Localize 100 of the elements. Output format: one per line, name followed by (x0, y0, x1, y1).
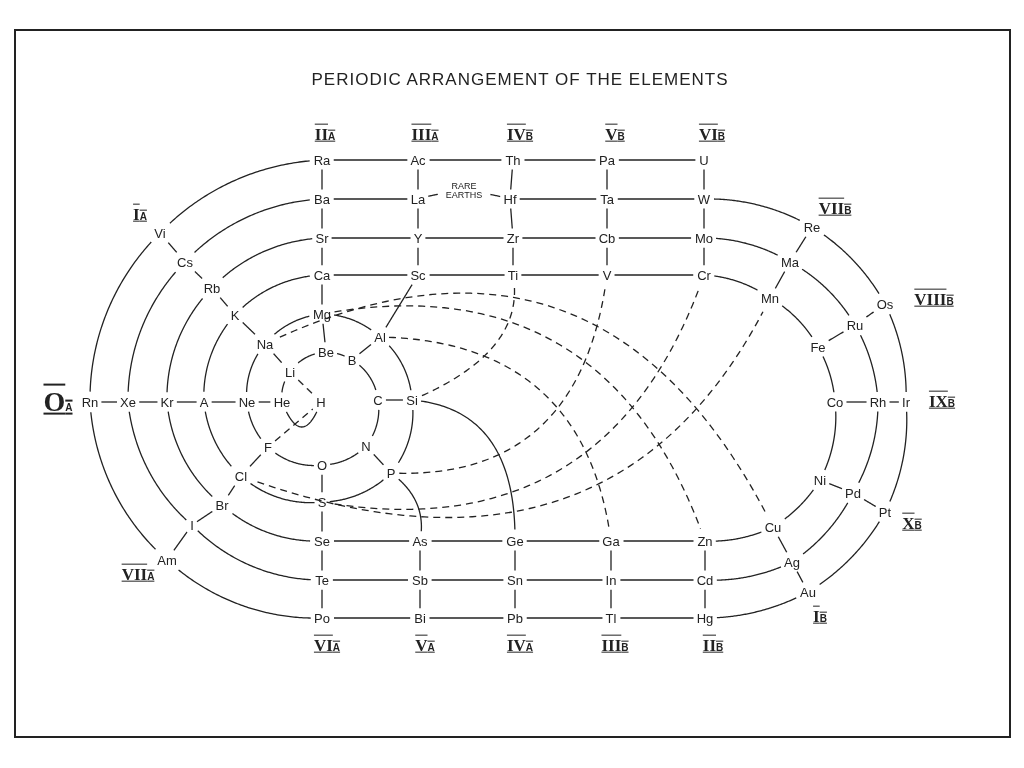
connector-line (526, 579, 604, 581)
connector-line (219, 296, 229, 307)
element-label: Mn (759, 290, 781, 306)
connector-line (512, 247, 514, 266)
element-label: Rb (202, 280, 222, 296)
connector-line (204, 410, 233, 467)
connector-line (713, 275, 759, 291)
element-label: Sn (506, 572, 524, 588)
connector-line (227, 485, 236, 496)
connector-line (256, 311, 764, 519)
connector-line (823, 234, 880, 295)
connector-line (889, 313, 907, 393)
connector-line (127, 271, 177, 393)
connector-line (385, 399, 404, 401)
connector-line (801, 268, 850, 317)
element-label: W (696, 191, 712, 207)
connector-line (398, 287, 606, 474)
element-label: N (360, 438, 372, 454)
connector-line (169, 160, 311, 224)
connector-line (618, 159, 697, 161)
element-label: Hg (695, 610, 715, 626)
connector-line (828, 482, 843, 490)
element-label: Cs (176, 254, 194, 270)
element-label: S (316, 494, 328, 510)
element-label: Au (799, 584, 817, 600)
element-label: K (229, 307, 241, 323)
element-label: Br (214, 497, 230, 513)
connector-line (713, 198, 801, 222)
connector-line (333, 314, 372, 331)
element-label: U (698, 152, 710, 168)
connector-line (802, 502, 849, 555)
connector-line (333, 540, 410, 542)
connector-line (245, 353, 259, 393)
connector-line (90, 411, 157, 550)
connector-line (371, 409, 380, 437)
connector-line (520, 274, 600, 276)
element-label: Ga (601, 533, 621, 549)
connector-line (196, 510, 213, 523)
element-label: Pd (844, 485, 862, 501)
element-label: Pa (598, 152, 616, 168)
connector-line (795, 236, 807, 253)
element-label: Se (313, 533, 331, 549)
connector-line (336, 352, 346, 357)
connector-line (619, 617, 695, 619)
element-label: Mo (693, 230, 715, 246)
element-label: Zn (696, 533, 714, 549)
connector-line (514, 589, 516, 609)
connector-line (716, 566, 782, 581)
element-label: Cr (696, 267, 712, 283)
element-label: La (409, 191, 427, 207)
element-label: Xe (119, 394, 137, 410)
connector-line (333, 305, 702, 530)
element-label: Ni (812, 472, 828, 488)
element-label: In (604, 572, 618, 588)
element-label: Ac (409, 152, 427, 168)
connector-line (427, 193, 439, 197)
element-label: Ne (237, 394, 257, 410)
element-label: Pb (506, 610, 524, 626)
element-label: Bi (413, 610, 427, 626)
connector-line (273, 315, 310, 335)
connector-line (618, 237, 692, 239)
element-label: Ir (901, 394, 911, 410)
connector-line (285, 411, 318, 428)
element-label: O (315, 457, 329, 473)
element-label: Pt (877, 504, 893, 520)
connector-line (610, 549, 612, 572)
connector-line (388, 336, 610, 529)
element-label: P (385, 465, 397, 481)
connector-line (211, 401, 237, 403)
element-label: B (346, 352, 358, 368)
connector-line (430, 579, 505, 581)
element-label: Ma (779, 254, 801, 270)
element-label: Sb (411, 572, 429, 588)
element-label: He (272, 394, 292, 410)
connector-line (526, 540, 600, 542)
element-label: Ge (505, 533, 525, 549)
connector-line (419, 589, 421, 609)
connector-line (322, 323, 326, 343)
connector-line (231, 512, 311, 542)
connector-line (388, 345, 412, 391)
connector-line (321, 589, 323, 609)
connector-line (333, 274, 408, 276)
connector-line (330, 237, 412, 239)
element-label: F (263, 439, 273, 455)
connector-line (420, 400, 516, 531)
connector-line (784, 489, 815, 520)
element-label: Am (156, 552, 178, 568)
connector-line (703, 247, 705, 266)
element-label: Re (802, 219, 822, 235)
element-label: C (372, 392, 384, 408)
element-label: V (601, 267, 613, 283)
connector-line (193, 199, 311, 254)
element-label: Fe (809, 339, 827, 355)
element-label: Mg (311, 306, 333, 322)
element-label: Cd (695, 572, 715, 588)
connector-line (398, 478, 423, 532)
element-label: Cl (233, 468, 249, 484)
element-label: Sc (409, 267, 427, 283)
connector-line (822, 355, 835, 393)
element-label: Ta (599, 191, 615, 207)
